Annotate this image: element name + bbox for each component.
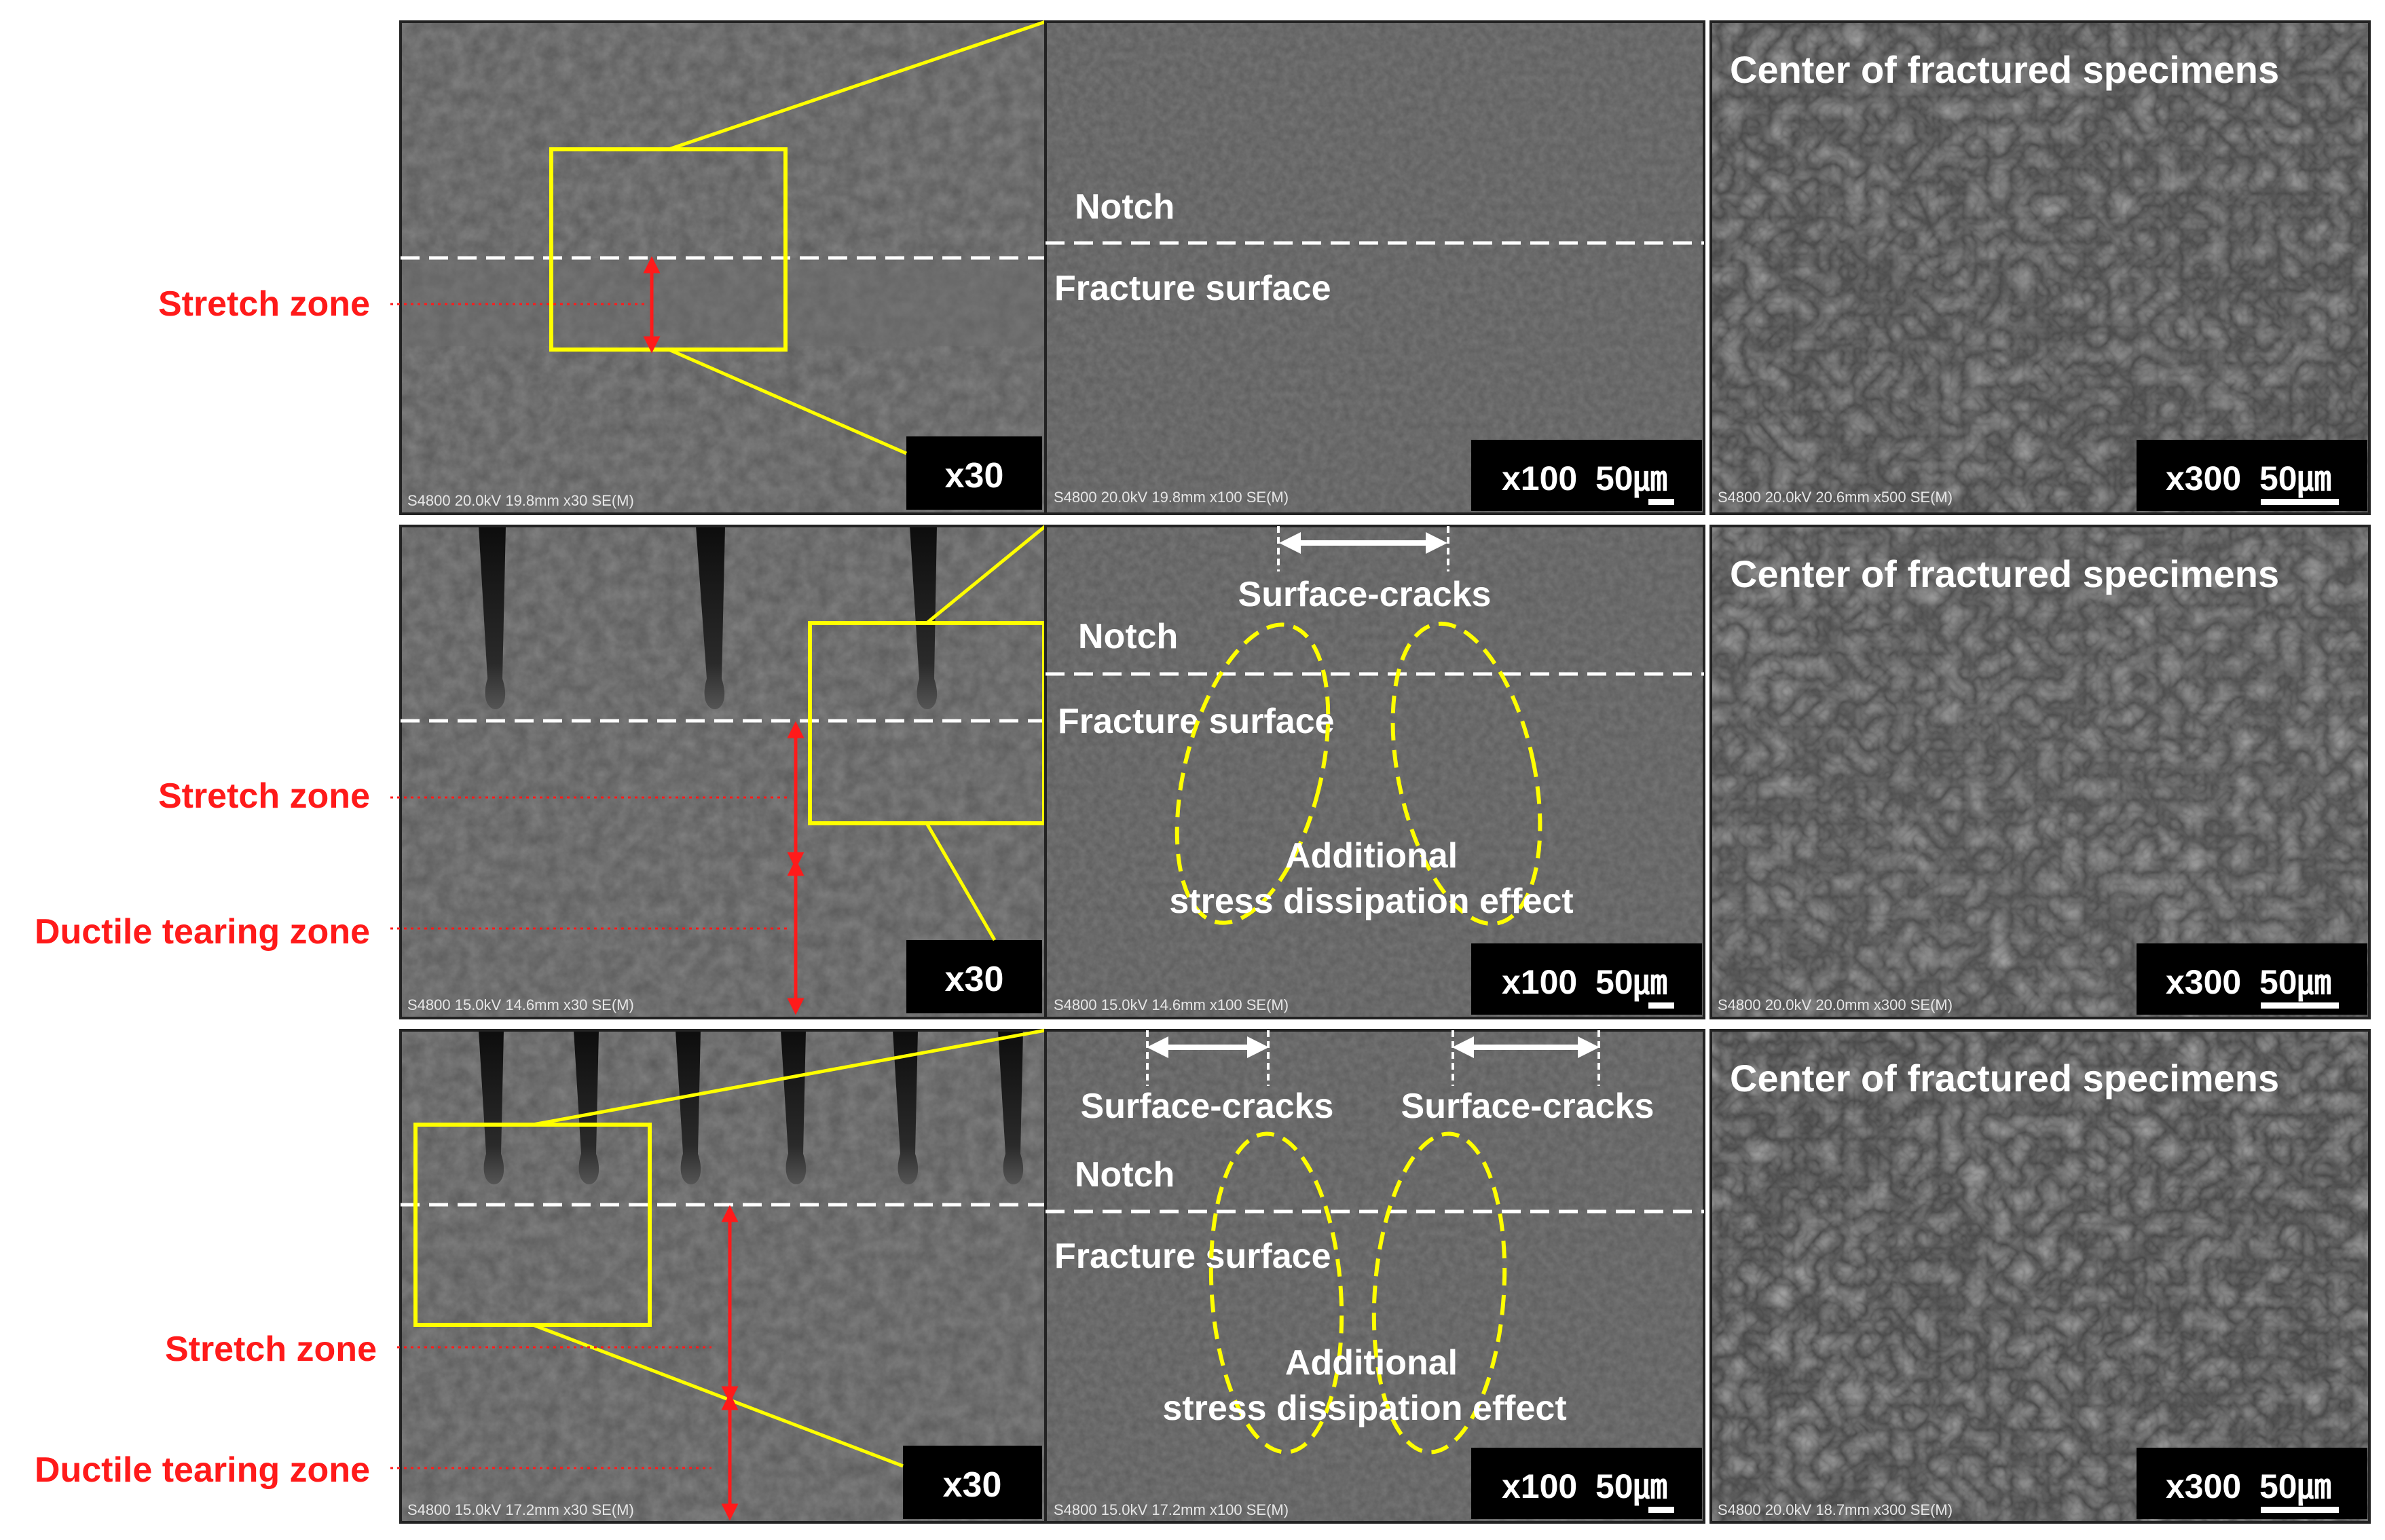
magnification-label: x100 xyxy=(1502,459,1577,497)
magnification-label: x300 xyxy=(2166,459,2241,497)
scale-bar-label: 50㎛ xyxy=(2259,963,2331,1002)
notch-label: Notch xyxy=(1075,187,1175,227)
scale-bar-label: 50㎛ xyxy=(2259,1467,2331,1506)
zoom-box xyxy=(413,1123,652,1327)
stress-dissipation-label: stress dissipation effect xyxy=(1162,1389,1566,1428)
notch-label: Notch xyxy=(1075,1155,1175,1195)
stress-dissipation-region xyxy=(1390,621,1542,926)
surface-cracks-label: Surface-cracks xyxy=(1081,1087,1334,1126)
middle-micrograph: Surface-cracks Surface-cracks Notch Frac… xyxy=(1044,1029,1705,1524)
stress-dissipation-label: stress dissipation effect xyxy=(1169,882,1573,921)
left-micrograph: x30 S4800 15.0kV 14.6mm x30 SE(M) xyxy=(390,525,1047,1019)
sem-metadata: S4800 15.0kV 17.2mm x100 SE(M) xyxy=(1054,1501,1289,1518)
magnification-label: x300 xyxy=(2166,1467,2241,1505)
row-3: x30 S4800 15.0kV 17.2mm x30 SE(M) Stretc… xyxy=(35,1028,2371,1524)
row-1: x30 S4800 20.0kV 19.8mm x30 SE(M) Stretc… xyxy=(158,20,2371,515)
right-micrograph: Center of fractured specimens x300 50㎛ S… xyxy=(1709,1029,2371,1524)
magnification-label: x100 xyxy=(1502,1467,1577,1505)
right-micrograph: Center of fractured specimens x300 50㎛ S… xyxy=(1709,20,2371,515)
panel-title: Center of fractured specimens xyxy=(1730,48,2279,91)
stress-dissipation-region xyxy=(1371,1131,1507,1454)
stress-dissipation-region xyxy=(1175,622,1331,925)
fracture-surface-label: Fracture surface xyxy=(1054,1237,1331,1276)
stress-dissipation-region xyxy=(1208,1131,1344,1454)
sem-metadata: S4800 20.0kV 19.8mm x100 SE(M) xyxy=(1054,489,1289,506)
scale-bar-label: 50㎛ xyxy=(1595,459,1667,498)
sem-metadata: S4800 20.0kV 20.0mm x300 SE(M) xyxy=(1718,996,1953,1013)
panel-title: Center of fractured specimens xyxy=(1730,552,2279,595)
magnification-label: x30 xyxy=(943,1465,1002,1505)
ductile-tearing-zone-label: Ductile tearing zone xyxy=(35,1450,370,1490)
left-micrograph: x30 S4800 15.0kV 17.2mm x30 SE(M) xyxy=(390,1028,1047,1524)
magnification-label: x100 xyxy=(1502,963,1577,1001)
zoom-box xyxy=(549,147,788,352)
surface-cracks-label: Surface-cracks xyxy=(1238,575,1492,614)
surface-cracks-label: Surface-cracks xyxy=(1401,1087,1654,1126)
scale-bar xyxy=(2261,499,2339,505)
stretch-zone-label: Stretch zone xyxy=(158,284,370,324)
right-micrograph: Center of fractured specimens x300 50㎛ S… xyxy=(1709,525,2371,1019)
panel-title: Center of fractured specimens xyxy=(1730,1057,2279,1100)
scale-bar xyxy=(2261,1507,2339,1513)
sem-metadata: S4800 15.0kV 17.2mm x30 SE(M) xyxy=(407,1501,634,1518)
scale-bar xyxy=(1648,499,1674,505)
notch-label: Notch xyxy=(1078,617,1178,656)
sem-metadata: S4800 15.0kV 14.6mm x30 SE(M) xyxy=(407,996,634,1013)
row-2: x30 S4800 15.0kV 14.6mm x30 SE(M) Stretc… xyxy=(35,525,2371,1019)
scale-bar xyxy=(2261,1002,2339,1009)
additional-label: Additional xyxy=(1285,1343,1458,1383)
scale-bar-label: 50㎛ xyxy=(1595,963,1667,1002)
magnification-label: x30 xyxy=(945,960,1004,999)
stretch-zone-label: Stretch zone xyxy=(165,1330,377,1369)
magnification-label: x300 xyxy=(2166,963,2241,1001)
magnification-label: x30 xyxy=(945,456,1004,495)
sem-metadata: S4800 15.0kV 14.6mm x100 SE(M) xyxy=(1054,996,1289,1013)
middle-micrograph: Notch Fracture surface x100 50㎛ S4800 20… xyxy=(1044,20,1705,515)
middle-micrograph: Surface-cracks Notch Fracture surface Ad… xyxy=(1044,525,1705,1019)
sem-metadata: S4800 20.0kV 18.7mm x300 SE(M) xyxy=(1718,1501,1953,1518)
sem-metadata: S4800 20.0kV 20.6mm x500 SE(M) xyxy=(1718,489,1953,506)
scale-bar xyxy=(1648,1507,1674,1513)
ductile-tearing-zone-label: Ductile tearing zone xyxy=(35,912,370,952)
scale-bar-label: 50㎛ xyxy=(2259,459,2331,498)
stretch-zone-label: Stretch zone xyxy=(158,776,370,816)
scale-bar xyxy=(1648,1002,1674,1009)
sem-metadata: S4800 20.0kV 19.8mm x30 SE(M) xyxy=(407,492,634,509)
scale-bar-label: 50㎛ xyxy=(1595,1467,1667,1506)
additional-label: Additional xyxy=(1285,836,1458,876)
left-micrograph: x30 S4800 20.0kV 19.8mm x30 SE(M) xyxy=(390,20,1047,515)
fracture-surface-label: Fracture surface xyxy=(1054,269,1331,308)
